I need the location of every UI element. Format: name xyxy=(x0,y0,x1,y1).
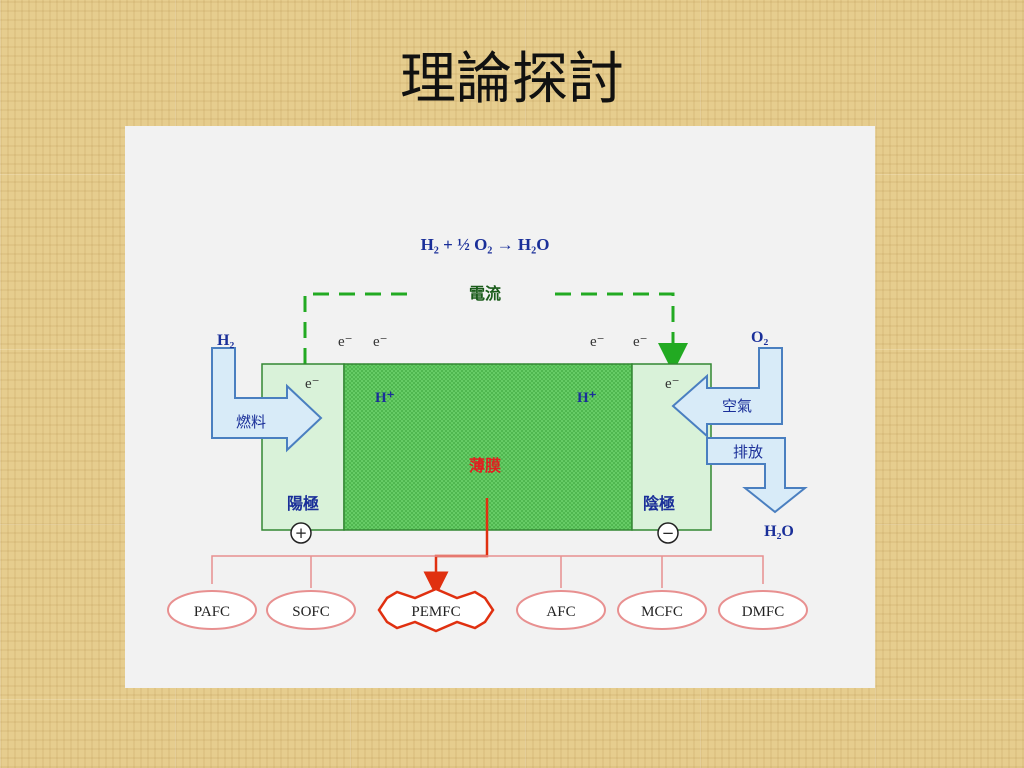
membrane-label: 薄膜 xyxy=(469,456,501,475)
type-connector-bus xyxy=(211,555,764,584)
type-node-dmfc xyxy=(718,590,808,630)
air-inlet-arrow xyxy=(671,347,783,439)
h2-label: H₂ xyxy=(217,332,234,349)
type-label-pafc: PAFC xyxy=(194,604,230,620)
slide-title: 理論探討 xyxy=(400,47,624,112)
anode-sign: + xyxy=(295,524,308,542)
reaction-equation: H₂ + ½ O₂ → H₂O xyxy=(421,235,550,254)
type-label-pemfc: PEMFC xyxy=(411,604,460,620)
electron-label: e⁻ xyxy=(665,376,680,392)
type-label-sofc: SOFC xyxy=(292,604,330,620)
anode-electrode xyxy=(261,363,345,531)
current-path-right xyxy=(555,292,688,373)
anode-terminal xyxy=(290,522,312,544)
air-label: 空氣 xyxy=(722,397,752,415)
proton-label: H⁺ xyxy=(375,390,395,406)
electron-label: e⁻ xyxy=(590,334,605,350)
cathode-terminal xyxy=(657,522,679,544)
type-node-mcfc xyxy=(617,590,707,630)
cathode-label: 陰極 xyxy=(643,494,675,513)
electron-label: e⁻ xyxy=(338,334,353,350)
fuel-label: 燃料 xyxy=(236,413,266,431)
current-path-left xyxy=(303,292,415,364)
o2-label: O₂ xyxy=(751,329,768,346)
exhaust-arrow xyxy=(706,437,808,514)
type-label-dmfc: DMFC xyxy=(742,604,785,620)
fuel-cell-diagram: H₂ + ½ O₂ → H₂O 電流 e⁻ e⁻ e⁻ e⁻ e⁻ e⁻ H⁺ … xyxy=(125,126,875,688)
type-node-pemfc-highlight xyxy=(377,587,495,633)
diagram-svg: H₂ + ½ O₂ → H₂O 電流 e⁻ e⁻ e⁻ e⁻ e⁻ e⁻ H⁺ … xyxy=(167,235,808,633)
h2o-label: H₂O xyxy=(764,523,794,540)
electron-label: e⁻ xyxy=(305,376,320,392)
electron-label: e⁻ xyxy=(373,334,388,350)
type-node-pafc xyxy=(167,590,257,630)
proton-label: H⁺ xyxy=(577,390,597,406)
current-label: 電流 xyxy=(469,284,501,303)
type-label-afc: AFC xyxy=(546,604,575,620)
type-node-afc xyxy=(516,590,606,630)
type-label-mcfc: MCFC xyxy=(641,604,683,620)
anode-label: 陽極 xyxy=(287,494,319,513)
cathode-sign: − xyxy=(662,524,675,542)
fuel-inlet-arrow xyxy=(211,347,323,453)
electron-label: e⁻ xyxy=(633,334,648,350)
type-node-sofc xyxy=(266,590,356,630)
exhaust-label: 排放 xyxy=(733,443,763,461)
